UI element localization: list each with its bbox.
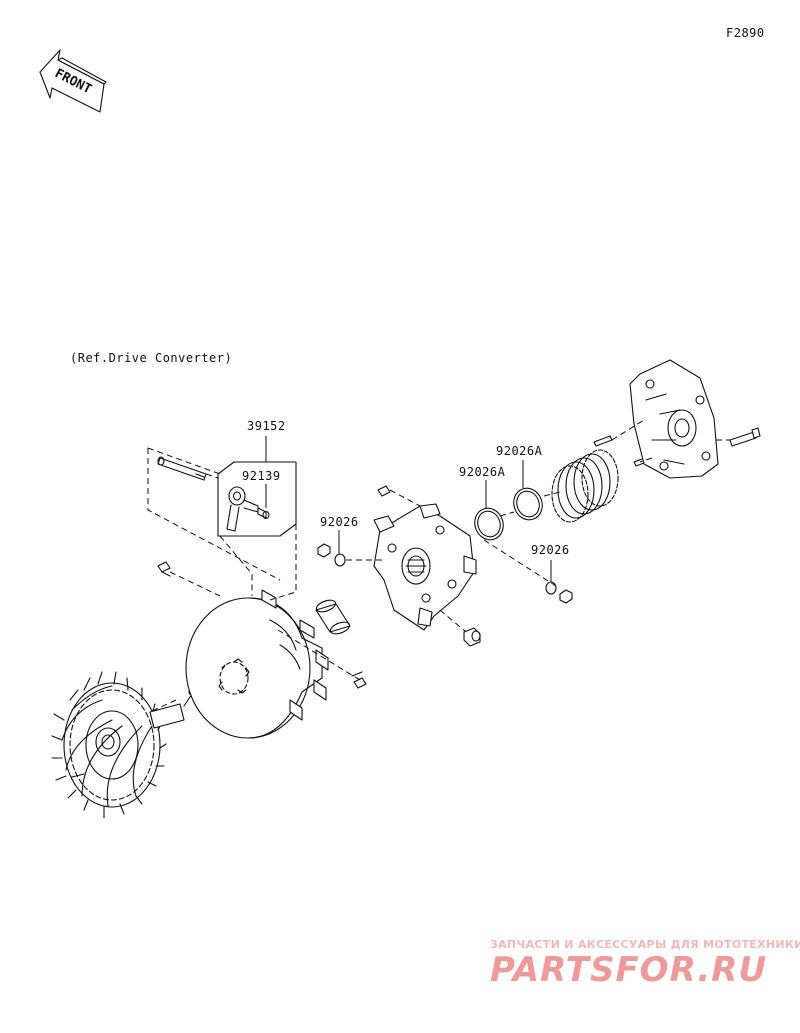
front-arrow-icon: FRONT xyxy=(39,49,107,113)
pin-illustration xyxy=(157,456,207,481)
part-label-39152: 39152 xyxy=(247,419,286,433)
weight-arm-illustration xyxy=(226,486,259,532)
spider-illustration xyxy=(373,503,477,631)
pin-icon xyxy=(593,435,613,447)
assembly-dashed-lines xyxy=(147,419,730,713)
figure-code: F2890 xyxy=(726,26,765,40)
part-label-92026A-outer: 92026A xyxy=(496,444,543,458)
bolt-icon xyxy=(377,485,391,497)
cover-illustration xyxy=(629,359,719,479)
part-label-92026-right: 92026 xyxy=(531,543,570,557)
nut-icon xyxy=(317,543,331,558)
watermark-logo: PARTSFOR.RU xyxy=(490,950,768,990)
part-label-92026-left: 92026 xyxy=(320,515,359,529)
screw-icon xyxy=(157,561,171,577)
reference-note: (Ref.Drive Converter) xyxy=(70,351,233,365)
nut-icon xyxy=(559,589,573,604)
leader-lines xyxy=(265,436,552,582)
spring-illustration xyxy=(551,449,619,523)
o-ring-92026A-outer-illustration xyxy=(513,487,543,521)
o-ring-92026A-inner-illustration xyxy=(474,507,504,541)
cap-illustration xyxy=(463,627,481,647)
watermark-tagline: ЗАПЧАСТИ И АКСЕССУАРЫ ДЛЯ МОТОТЕХНИКИ xyxy=(490,938,800,951)
washer-92026-right-illustration xyxy=(545,581,557,595)
part-label-92139: 92139 xyxy=(242,469,281,483)
part-label-92026A-inner: 92026A xyxy=(459,465,506,479)
roller-illustration xyxy=(315,599,351,635)
movable-sheave-illustration xyxy=(185,589,329,739)
bushing-92139-illustration xyxy=(257,507,270,520)
screw-icon xyxy=(351,671,367,689)
washer-92026-left-illustration xyxy=(334,553,346,567)
bolt-icon xyxy=(729,427,761,447)
fixed-sheave-illustration xyxy=(51,671,196,819)
